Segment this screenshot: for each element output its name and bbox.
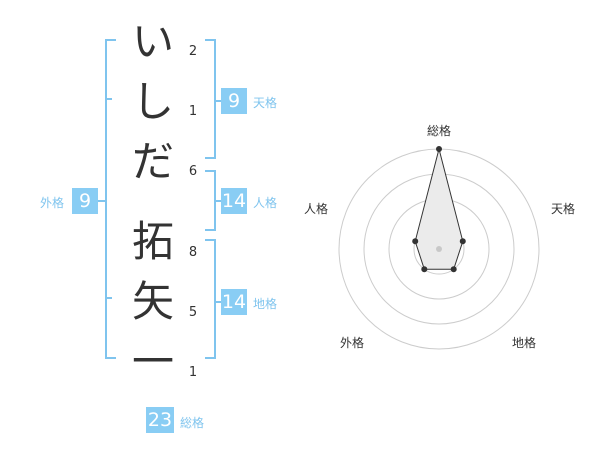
stroke-count-2: 1 xyxy=(188,104,198,119)
radar-label-tenkaku: 天格 xyxy=(551,202,576,216)
tenkaku-value: 9 xyxy=(221,88,247,114)
radar-point-5 xyxy=(412,238,419,245)
jinkaku-label: 人格 xyxy=(253,196,278,210)
gaikaku-label: 外格 xyxy=(40,196,65,210)
name-char-3: だ xyxy=(131,137,174,186)
radar-center-dot xyxy=(436,246,442,252)
name-char-1: い xyxy=(131,17,174,66)
radar-label-chikaku: 地格 xyxy=(512,336,537,350)
gaikaku-value: 9 xyxy=(72,188,98,214)
soukaku-value: 23 xyxy=(146,407,174,433)
radar-score-area xyxy=(414,148,464,270)
radar-label-jinkaku: 人格 xyxy=(304,202,329,216)
name-char-6: 一 xyxy=(131,337,174,386)
jinkaku-value: 14 xyxy=(221,188,247,214)
soukaku-label: 総格 xyxy=(180,416,205,430)
chikaku-value: 14 xyxy=(221,289,247,315)
radar-score-points xyxy=(412,146,466,273)
radar-point-2 xyxy=(459,238,466,245)
name-char-5: 矢 xyxy=(131,277,174,326)
radar-label-gaikaku: 外格 xyxy=(340,336,365,350)
stroke-count-3: 6 xyxy=(188,164,198,179)
radar-label-soukaku: 総格 xyxy=(427,124,452,138)
name-char-4: 拓 xyxy=(131,217,174,266)
stroke-count-6: 1 xyxy=(188,365,198,380)
stroke-count-4: 8 xyxy=(188,245,198,260)
radar-point-3 xyxy=(450,266,457,273)
tenkaku-label: 天格 xyxy=(253,96,278,110)
radar-point-1 xyxy=(436,146,442,152)
name-char-2: し xyxy=(131,77,174,126)
chikaku-label: 地格 xyxy=(253,297,278,311)
stroke-count-5: 5 xyxy=(188,305,198,320)
radar-point-4 xyxy=(421,266,428,273)
stroke-count-1: 2 xyxy=(188,44,198,59)
